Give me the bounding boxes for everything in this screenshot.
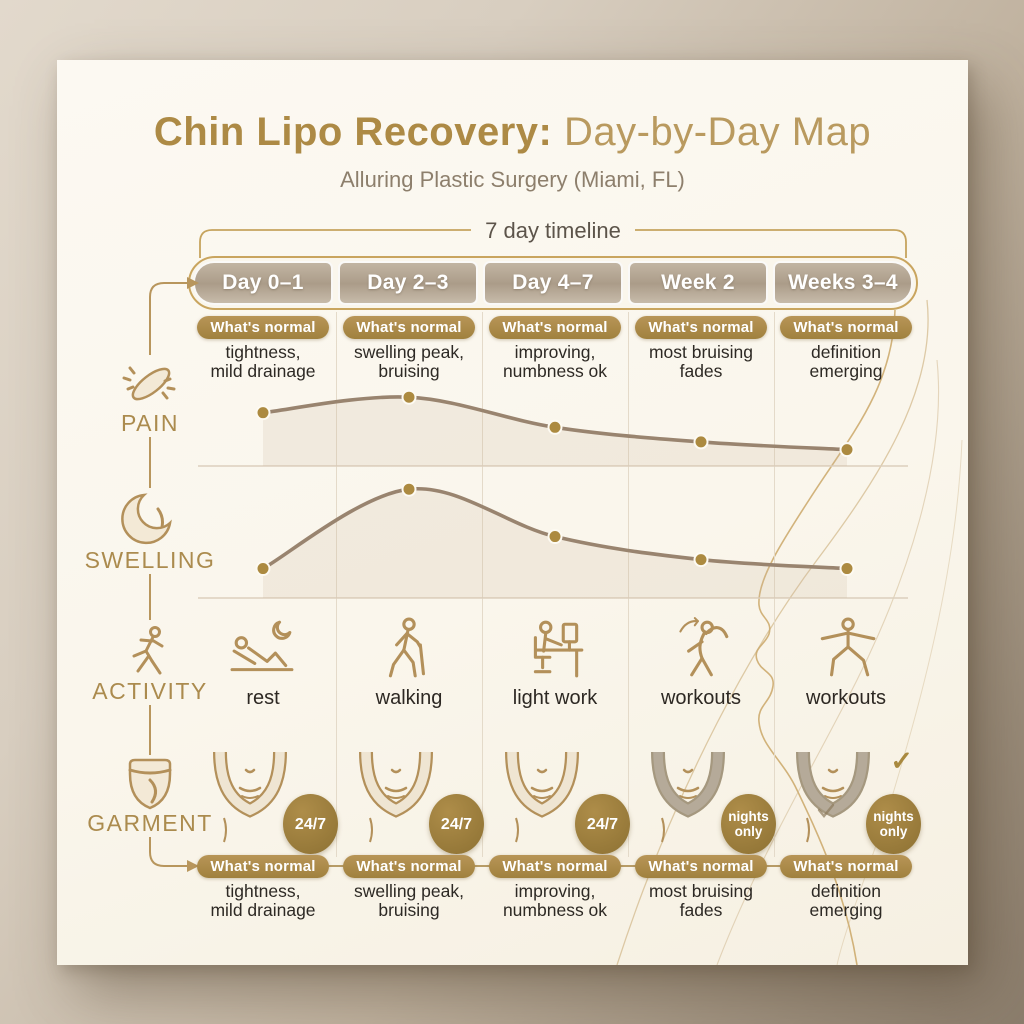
activity-label: rest: [246, 687, 280, 709]
pain-dots: [255, 389, 855, 458]
chin-strap-front-view-icon: [796, 751, 870, 843]
activity-cell-rest: rest: [190, 616, 336, 721]
swelling-dots: [255, 481, 855, 577]
garment-wear-badge: nights only: [866, 794, 921, 854]
person-walking-with-cane-icon: [388, 617, 425, 678]
activity-label: walking: [375, 687, 443, 709]
timeline-header-row: Day 0–1 Day 2–3 Day 4–7 Week 2 Weeks 3–4: [188, 256, 918, 310]
garment-wear-badge: 24/7: [575, 794, 630, 854]
rail-top-arrowhead: [187, 277, 199, 289]
row-label-pain: PAIN: [121, 410, 179, 436]
normal-note-text: swelling peak,bruising: [354, 881, 464, 920]
garment-wear-badge: nights only: [721, 794, 776, 854]
column-divider: [482, 312, 483, 857]
column-header-day-0-1[interactable]: Day 0–1: [193, 261, 333, 305]
normal-note-text: improving,numbness ok: [502, 342, 608, 381]
page-title-rest: Day-by-Day Map: [552, 110, 872, 154]
row-label-swelling: SWELLING: [84, 547, 216, 573]
activity-cell-workouts-warrior: workouts: [773, 616, 919, 721]
whats-normal-badge: What's normal: [343, 855, 475, 878]
garment-cell-col2: 24/7: [336, 750, 484, 860]
normal-note-text: tightness,mild drainage: [210, 342, 316, 381]
row-label-garment: GARMENT: [87, 810, 213, 836]
column-divider: [628, 312, 629, 857]
column-header-week-2[interactable]: Week 2: [628, 261, 768, 305]
column-header-weeks-3-4[interactable]: Weeks 3–4: [773, 261, 913, 305]
rail-bottom-arrowhead: [187, 860, 199, 872]
crescent-moon-icon: [95, 491, 205, 552]
activity-label: light work: [512, 687, 598, 709]
pain-curve-chart: [198, 389, 908, 467]
clinic-subtitle: Alluring Plastic Surgery (Miami, FL): [340, 167, 685, 192]
chin-strap-front-view-icon: [359, 751, 433, 843]
whats-normal-badge: What's normal: [780, 316, 912, 339]
normal-note-bottom-col1: What's normal tightness,mild drainage: [190, 855, 336, 920]
left-rail: [149, 277, 199, 872]
running-person-icon: [95, 623, 205, 684]
garment-wear-badge: 24/7: [283, 794, 338, 854]
chin-strap-garment-icon: [95, 756, 205, 817]
person-resting-in-bed-with-moon-icon: [230, 620, 294, 672]
timeline-bracket-label: 7 day timeline: [485, 218, 621, 243]
column-header-day-4-7[interactable]: Day 4–7: [483, 261, 623, 305]
chin-strap-front-view-icon: [505, 751, 579, 843]
whats-normal-badge: What's normal: [343, 316, 475, 339]
whats-normal-badge: What's normal: [489, 855, 621, 878]
garment-wear-badge: 24/7: [429, 794, 484, 854]
garment-cell-col4: nights only: [628, 750, 776, 860]
whats-normal-badge: What's normal: [780, 855, 912, 878]
person-warrior-pose-icon: [820, 617, 876, 677]
activity-cell-light-work: light work: [482, 616, 628, 721]
normal-note-text: tightness,mild drainage: [210, 881, 316, 920]
whats-normal-badge: What's normal: [197, 316, 329, 339]
column-divider: [336, 312, 337, 857]
normal-note-bottom-col3: What's normal improving,numbness ok: [482, 855, 628, 920]
timeline-bracket: 7 day timeline: [188, 216, 918, 262]
swelling-curve-chart: [198, 481, 908, 599]
normal-note-top-col2: What's normal swelling peak,bruising: [336, 316, 482, 381]
whats-normal-badge: What's normal: [635, 316, 767, 339]
garment-cell-col3: 24/7: [482, 750, 630, 860]
column-header-day-2-3[interactable]: Day 2–3: [338, 261, 478, 305]
normal-note-text: swelling peak,bruising: [354, 342, 464, 381]
activity-cell-walking: walking: [336, 616, 482, 721]
timeline-bracket-lines: [199, 229, 907, 258]
activity-cell-workouts-stretch: workouts: [628, 616, 774, 721]
page-title: Chin Lipo Recovery: Day-by-Day Map: [57, 110, 968, 155]
normal-note-top-col3: What's normal improving,numbness ok: [482, 316, 628, 381]
normal-note-top-col1: What's normal tightness,mild drainage: [190, 316, 336, 381]
garment-cell-col5: ✓ nights only: [773, 746, 921, 860]
page-title-strong: Chin Lipo Recovery:: [153, 110, 553, 154]
checkmark-icon: ✓: [890, 746, 913, 776]
whats-normal-badge: What's normal: [197, 855, 329, 878]
pain-flash-icon: [95, 356, 205, 417]
chin-strap-front-view-icon: [651, 751, 725, 843]
column-divider: [774, 312, 775, 857]
person-at-desk-computer-icon: [533, 620, 584, 678]
person-side-stretch-icon: [679, 617, 729, 677]
activity-label: workouts: [805, 687, 887, 709]
garment-cell-col1: 24/7: [190, 750, 338, 860]
recovery-map-card: Chin Lipo Recovery: Day-by-Day Map Allur…: [57, 60, 968, 965]
normal-note-bottom-col2: What's normal swelling peak,bruising: [336, 855, 482, 920]
whats-normal-badge: What's normal: [635, 855, 767, 878]
row-label-activity: ACTIVITY: [92, 678, 208, 704]
activity-label: workouts: [660, 687, 742, 709]
whats-normal-badge: What's normal: [489, 316, 621, 339]
chin-strap-front-view-icon: [213, 751, 287, 843]
normal-note-text: improving,numbness ok: [502, 881, 608, 920]
